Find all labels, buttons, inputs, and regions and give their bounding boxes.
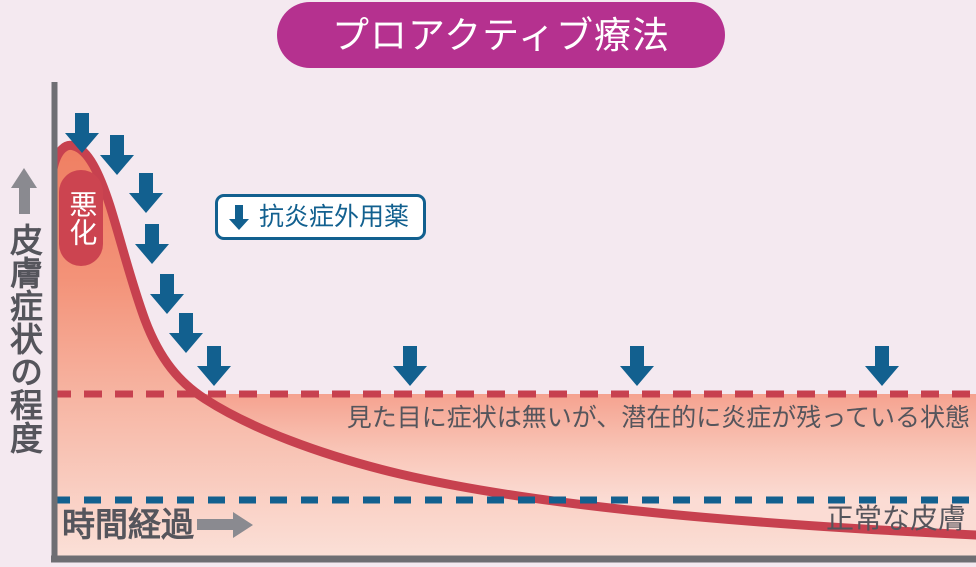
legend-label: 抗炎症外用薬 (259, 202, 410, 231)
up-arrow-stem-icon (18, 188, 30, 214)
status-badge-label: 悪化 (66, 190, 98, 246)
status-badge: 悪化 (59, 170, 103, 266)
right-arrow-head-icon (233, 511, 253, 538)
page-title: プロアクティブ療法 (277, 2, 725, 68)
normal-skin-note: 正常な皮膚 (825, 503, 966, 534)
latent-inflammation-note: 見た目に症状は無いが、潜在的に炎症が残っている状態 (346, 404, 970, 432)
medication-arrow-group (65, 113, 899, 386)
y-axis-label-text: 皮膚症状の程度 (5, 223, 43, 454)
medication-arrow-icon (129, 173, 163, 213)
page-title-text: プロアクティブ療法 (332, 14, 670, 56)
up-arrow-icon (11, 168, 37, 188)
symptom-curve (53, 140, 976, 540)
medication-arrow-icon (65, 113, 99, 153)
x-axis-label-text: 時間経過 (62, 506, 194, 543)
medication-arrow-icon (169, 313, 203, 353)
x-axis-label: 時間経過 (62, 508, 253, 541)
medication-arrow-icon (197, 346, 231, 386)
medication-arrow-icon (150, 274, 184, 314)
right-arrow-stem-icon (197, 519, 233, 530)
medication-arrow-icon (100, 135, 134, 175)
medication-arrow-icon (865, 346, 899, 386)
y-axis-label: 皮膚症状の程度 (2, 168, 46, 454)
right-arrow-icon (197, 511, 253, 538)
down-arrow-icon (229, 205, 249, 230)
legend: 抗炎症外用薬 (215, 194, 427, 240)
medication-arrow-icon (620, 346, 654, 386)
medication-arrow-icon (135, 224, 169, 264)
medication-arrow-icon (393, 346, 427, 386)
symptom-area-fill (53, 145, 976, 558)
